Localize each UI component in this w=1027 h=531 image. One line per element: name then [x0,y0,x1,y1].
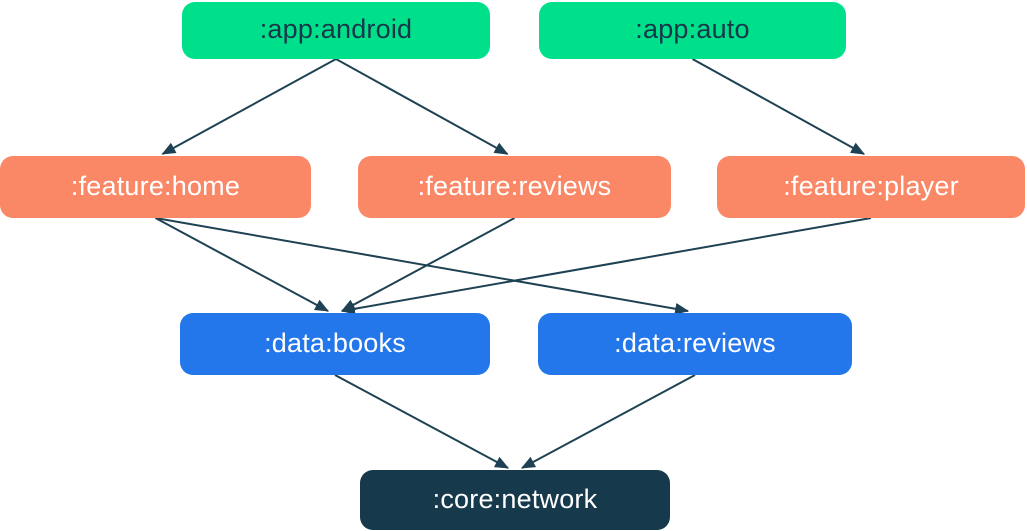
edge-feature-player-to-data-books [340,217,872,315]
edge-feature-home-to-data-reviews [155,217,690,315]
edge-app-android-to-feature-home [161,58,337,155]
edge-app-android-to-feature-reviews [335,58,509,155]
node-label: :app:auto [635,14,750,44]
node-label: :data:books [264,327,406,358]
node-app-auto: :app:auto [539,2,846,59]
edges [155,58,872,469]
node-feature-player: :feature:player [717,156,1025,218]
edge-data-reviews-to-core-network [520,374,696,469]
edge-data-books-to-core-network [334,374,510,469]
node-app-android: :app:android [182,2,490,59]
edge-feature-home-to-data-books [155,217,330,312]
node-label: :core:network [432,483,598,514]
edge-app-auto-to-feature-player [692,58,866,155]
node-label: :feature:player [783,170,959,201]
node-feature-reviews: :feature:reviews [358,156,671,218]
node-label: :feature:reviews [417,170,612,201]
edge-feature-reviews-to-data-books [340,217,515,312]
node-label: :app:android [259,14,413,44]
node-core-network: :core:network [360,470,670,530]
node-feature-home: :feature:home [0,156,311,218]
node-label: :data:reviews [614,327,776,358]
node-label: :feature:home [70,170,241,201]
node-data-books: :data:books [180,313,490,375]
node-data-reviews: :data:reviews [538,313,852,375]
